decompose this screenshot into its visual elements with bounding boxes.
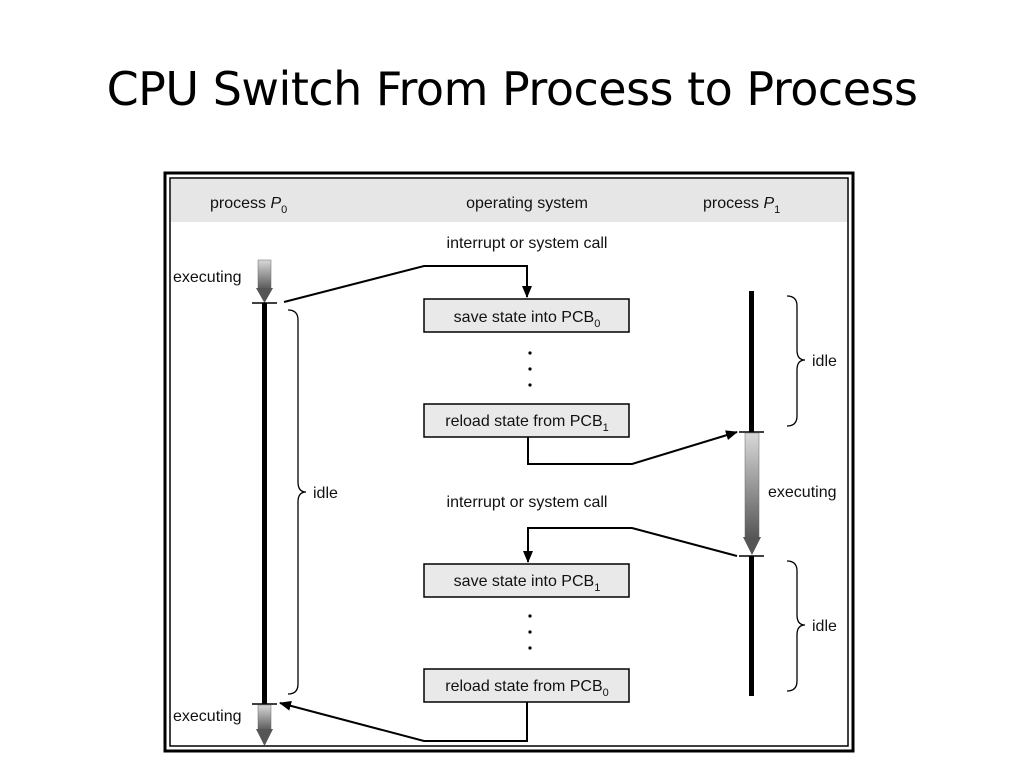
p1-idle-label-top: idle [812,353,837,370]
header-process-p1: process P1 [703,195,780,216]
box-reload-pcb1-text: reload state from PCB1 [445,413,609,434]
box-reload-pcb0 [423,668,630,703]
p1-idle-bar-bottom [749,556,754,696]
p1-idle-label-bottom: idle [812,618,837,635]
ellipsis-dot [528,383,532,387]
interrupt-label-top: interrupt or system call [447,235,608,252]
ellipsis-dot [528,646,532,650]
p0-executing-label-top: executing [173,269,242,286]
box-save-pcb1-text: save state into PCB1 [454,573,601,594]
header-band [171,179,847,222]
ellipsis-dot [528,614,532,618]
p0-executing-label-bottom: executing [173,708,242,725]
box-reload-pcb0-text: reload state from PCB0 [445,678,609,699]
p0-idle-label: idle [313,485,338,502]
ellipsis-dot [528,351,532,355]
p1-executing-arrow-head [743,537,761,555]
p0-executing-arrow-top [257,259,272,291]
box-save-pcb1 [423,563,630,598]
p1-idle-bar-top [749,291,754,432]
p1-executing-arrow [744,432,760,540]
box-reload-pcb1 [423,403,630,438]
p0-executing-arrow-bottom-head [256,729,273,746]
p1-idle-brace-bottom [786,560,806,692]
interrupt-label-middle: interrupt or system call [447,494,608,511]
p0-executing-arrow-top-head [256,288,273,303]
ellipsis-dot [528,367,532,371]
arrow-reload-pcb1-to-p1 [527,430,738,465]
arrow-p1-to-save-pcb1 [523,527,738,563]
p1-executing-label: executing [768,484,837,501]
header-operating-system: operating system [466,195,588,212]
p1-idle-brace-top [786,295,806,427]
arrow-p0-to-save-pcb0 [283,265,532,303]
arrow-reload-pcb0-to-p0 [279,700,528,742]
ellipsis-dot [528,630,532,634]
slide-title: CPU Switch From Process to Process [106,62,918,116]
p0-idle-brace [287,309,307,695]
p0-idle-bar [262,303,267,704]
box-save-pcb0 [423,298,630,333]
header-process-p0: process P0 [210,195,287,216]
box-save-pcb0-text: save state into PCB0 [454,309,601,330]
p0-executing-arrow-bottom [257,704,272,732]
diagram-frame-inner [169,177,849,747]
